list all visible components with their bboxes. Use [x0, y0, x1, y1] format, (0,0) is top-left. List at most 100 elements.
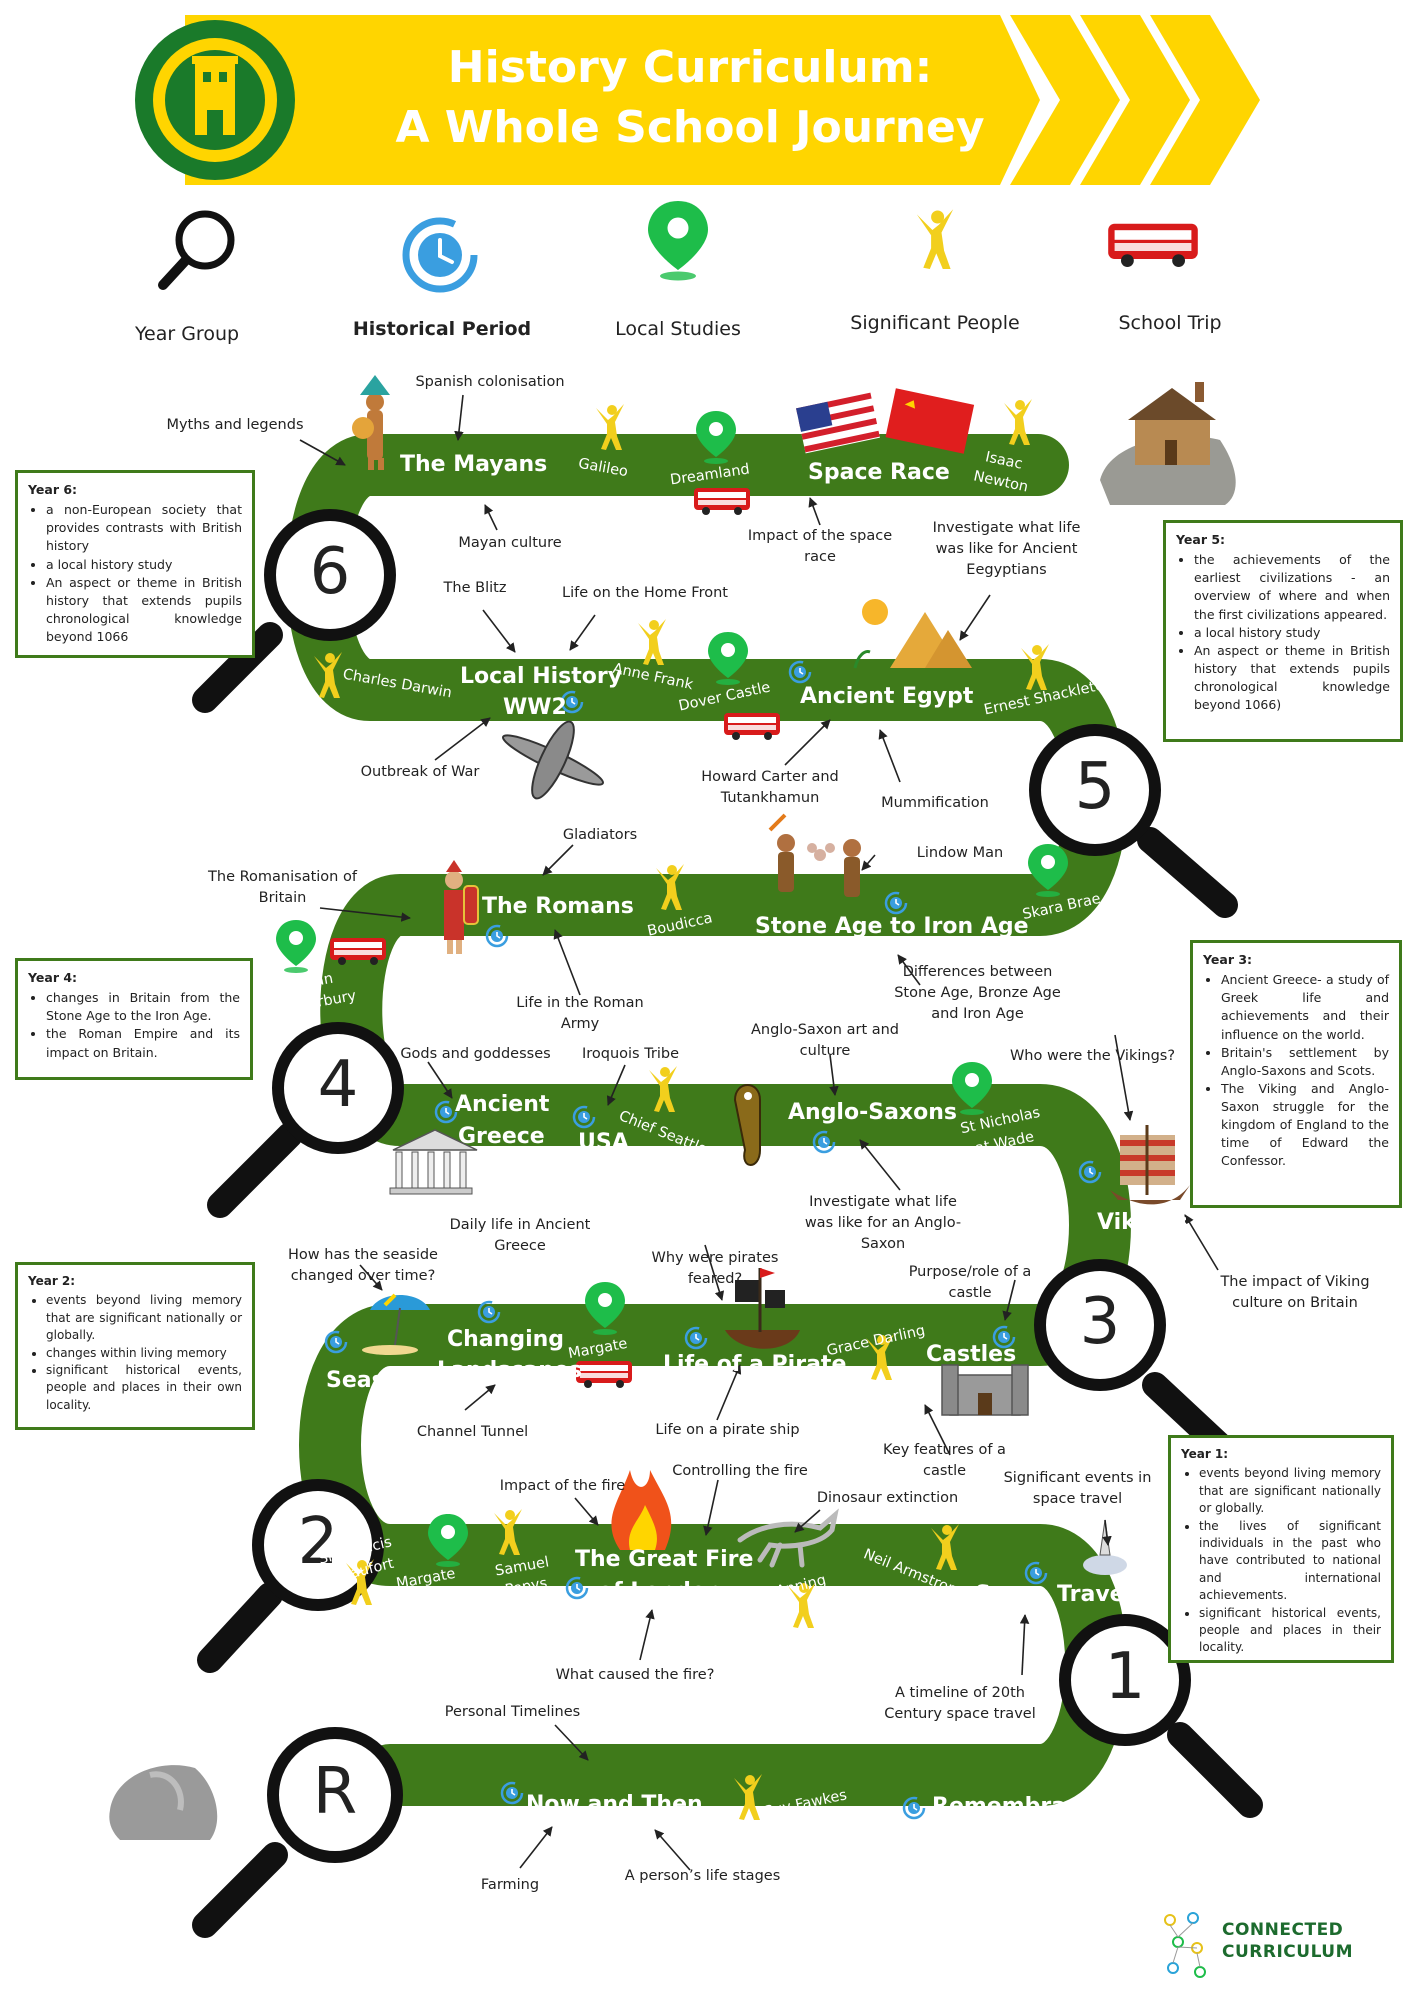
topic-usa: USA — [578, 1130, 629, 1155]
year-2-badge: 2 — [297, 1505, 339, 1579]
year-6-objectives-box: Year 6: a non-European society that prov… — [15, 470, 255, 658]
margate-trip-bus-icon — [576, 1361, 632, 1388]
note-home-front: Life on the Home Front — [562, 585, 728, 601]
year-3-objectives-box: Year 3: Ancient Greece- a study of Greek… — [1190, 940, 1402, 1208]
pirate-ship-illustration — [725, 1268, 800, 1349]
note-castle-features: Key features of a castle — [883, 1442, 1006, 1480]
note-life-stages: A person’s life stages — [624, 1868, 781, 1884]
year-4-point: the Roman Empire and its impact on Brita… — [46, 1025, 240, 1061]
year-5-badge: 5 — [1074, 750, 1116, 824]
reception-magnifier — [192, 1727, 403, 1938]
year-4-badge: 4 — [317, 1048, 359, 1122]
year-5-point: the achievements of the earliest civiliz… — [1194, 551, 1390, 624]
banner-chevron — [1080, 15, 1190, 185]
topic-space-race: Space Race — [808, 460, 950, 485]
page-title-line-2: A Whole School Journey — [395, 102, 985, 153]
topic-ancient-egypt: Ancient Egypt — [800, 684, 974, 709]
topic-ancient-greece-2: Greece — [458, 1124, 545, 1149]
topic-seaside: Seaside — [326, 1368, 423, 1393]
legend-year-group: Year Group — [134, 323, 240, 345]
topic-remembrance: Remembrance — [932, 1794, 1110, 1819]
topic-ww2: WW2 — [503, 695, 567, 720]
connected-curriculum-logo-icon — [1164, 1912, 1206, 1978]
reception-badge: R — [312, 1755, 358, 1829]
note-controlling-fire: Controlling the fire — [672, 1463, 808, 1479]
year-5-objectives-box: Year 5: the achievements of the earliest… — [1163, 520, 1403, 742]
year-2-point: significant historical events, people an… — [46, 1362, 242, 1414]
year-1-objectives-box: Year 1: events beyond living memory that… — [1168, 1435, 1394, 1663]
note-seaside-changed: How has the seaside changed over time? — [288, 1247, 438, 1285]
note-who-were-vikings: Who were the Vikings? — [1009, 1048, 1176, 1064]
topic-stone-age-to-iron-age: Stone Age to Iron Age — [755, 914, 1029, 939]
note-farming: Farming — [480, 1877, 540, 1893]
note-anglo-saxon-art: Anglo-Saxon art and culture — [750, 1022, 900, 1060]
dover-trip-bus-icon — [724, 713, 780, 740]
note-impact-viking-culture: The impact of Viking culture on Britain — [1220, 1274, 1370, 1312]
topic-anglo-saxons: Anglo-Saxons — [788, 1100, 957, 1125]
school-logo — [135, 20, 295, 180]
year-4-box-title: Year 4: — [28, 970, 78, 985]
topic-now-and-then: Now and Then — [526, 1792, 703, 1817]
year-3-point: Ancient Greece- a study of Greek life an… — [1221, 971, 1389, 1044]
topic-the-mayans: The Mayans — [400, 452, 548, 477]
dinosaur-skeleton-illustration — [737, 1508, 839, 1568]
castle-illustration — [941, 1364, 1029, 1416]
year-1-box-title: Year 1: — [1181, 1447, 1229, 1461]
note-personal-timelines: Personal Timelines — [444, 1704, 581, 1720]
year-5-box-title: Year 5: — [1176, 532, 1226, 547]
greek-temple-illustration — [389, 1129, 478, 1195]
year-6-point: a local history study — [46, 556, 242, 574]
note-dinosaur-extinction: Dinosaur extinction — [816, 1490, 959, 1506]
topic-space-travel: Space Travel — [975, 1582, 1133, 1607]
year-1-point: events beyond living memory that are sig… — [1199, 1465, 1381, 1517]
year-2-objectives-box: Year 2: events beyond living memory that… — [15, 1262, 255, 1430]
note-the-blitz: The Blitz — [443, 580, 507, 596]
topic-local-history: Local History — [460, 664, 623, 689]
cavemen-illustration — [768, 813, 861, 897]
year-2-box-title: Year 2: — [28, 1274, 76, 1288]
note-differences-ages: Differences between Stone Age, Bronze Ag… — [894, 964, 1061, 1023]
topic-landscapes: Landscapes — [437, 1358, 583, 1383]
viking-ship-illustration — [1110, 1125, 1190, 1205]
note-iroquois-tribe: Iroquois Tribe — [581, 1046, 680, 1062]
annotation-arrows — [299, 394, 1219, 1871]
note-channel-tunnel: Channel Tunnel — [416, 1424, 529, 1440]
note-timeline-space-travel: A timeline of 20th Century space travel — [884, 1685, 1036, 1723]
title-banner — [185, 15, 1040, 185]
topic-vikings: Vikings — [1097, 1210, 1188, 1235]
year-6-box-title: Year 6: — [28, 482, 78, 497]
note-outbreak-of-war: Outbreak of War — [360, 764, 480, 780]
topic-of-london: of London — [598, 1579, 722, 1604]
note-gods-and-goddesses: Gods and goddesses — [400, 1046, 551, 1062]
legend-local-studies: Local Studies — [615, 318, 741, 340]
note-investigate-egypt: Investigate what life was like for Ancie… — [932, 520, 1081, 579]
year-1-point: significant historical events, people an… — [1199, 1605, 1381, 1657]
anglo-saxon-beast-illustration — [733, 1084, 761, 1166]
note-investigate-anglo-saxon: Investigate what life was like for an An… — [804, 1194, 962, 1253]
cottage-illustration — [1100, 382, 1236, 505]
year-3-box-title: Year 3: — [1203, 952, 1253, 967]
mayan-figure-illustration — [352, 375, 390, 470]
year-3-point: The Viking and Anglo-Saxon struggle for … — [1221, 1080, 1389, 1171]
year-4-point: changes in Britain from the Stone Age to… — [46, 989, 240, 1025]
rock-illustration — [109, 1765, 218, 1840]
banner-chevron — [1150, 15, 1260, 185]
magnifier-icon — [158, 210, 235, 290]
note-romanisation: The Romanisation of Britain — [208, 869, 357, 907]
topic-life-of-a-pirate: Life of a Pirate — [663, 1352, 847, 1377]
note-pirate-ship: Life on a pirate ship — [655, 1422, 800, 1438]
note-castle-purpose: Purpose/role of a castle — [908, 1264, 1032, 1302]
connected-label: CONNECTED — [1222, 1920, 1344, 1940]
year-2-point: changes within living memory — [46, 1345, 242, 1362]
year-5-point: a local history study — [1194, 624, 1390, 642]
note-spanish-colonisation: Spanish colonisation — [415, 374, 565, 390]
note-space-events: Significant events in space travel — [1003, 1470, 1152, 1508]
note-howard-carter: Howard Carter and Tutankhamun — [701, 769, 839, 807]
legend-significant-people: Significant People — [850, 312, 1020, 334]
note-roman-army: Life in the Roman Army — [516, 995, 644, 1033]
year-6-magnifier — [192, 509, 396, 713]
note-mayan-culture: Mayan culture — [458, 535, 562, 551]
person-icon — [916, 209, 954, 269]
year-5-magnifier — [1029, 724, 1238, 918]
year-1-point: the lives of significant individuals in … — [1199, 1518, 1381, 1605]
